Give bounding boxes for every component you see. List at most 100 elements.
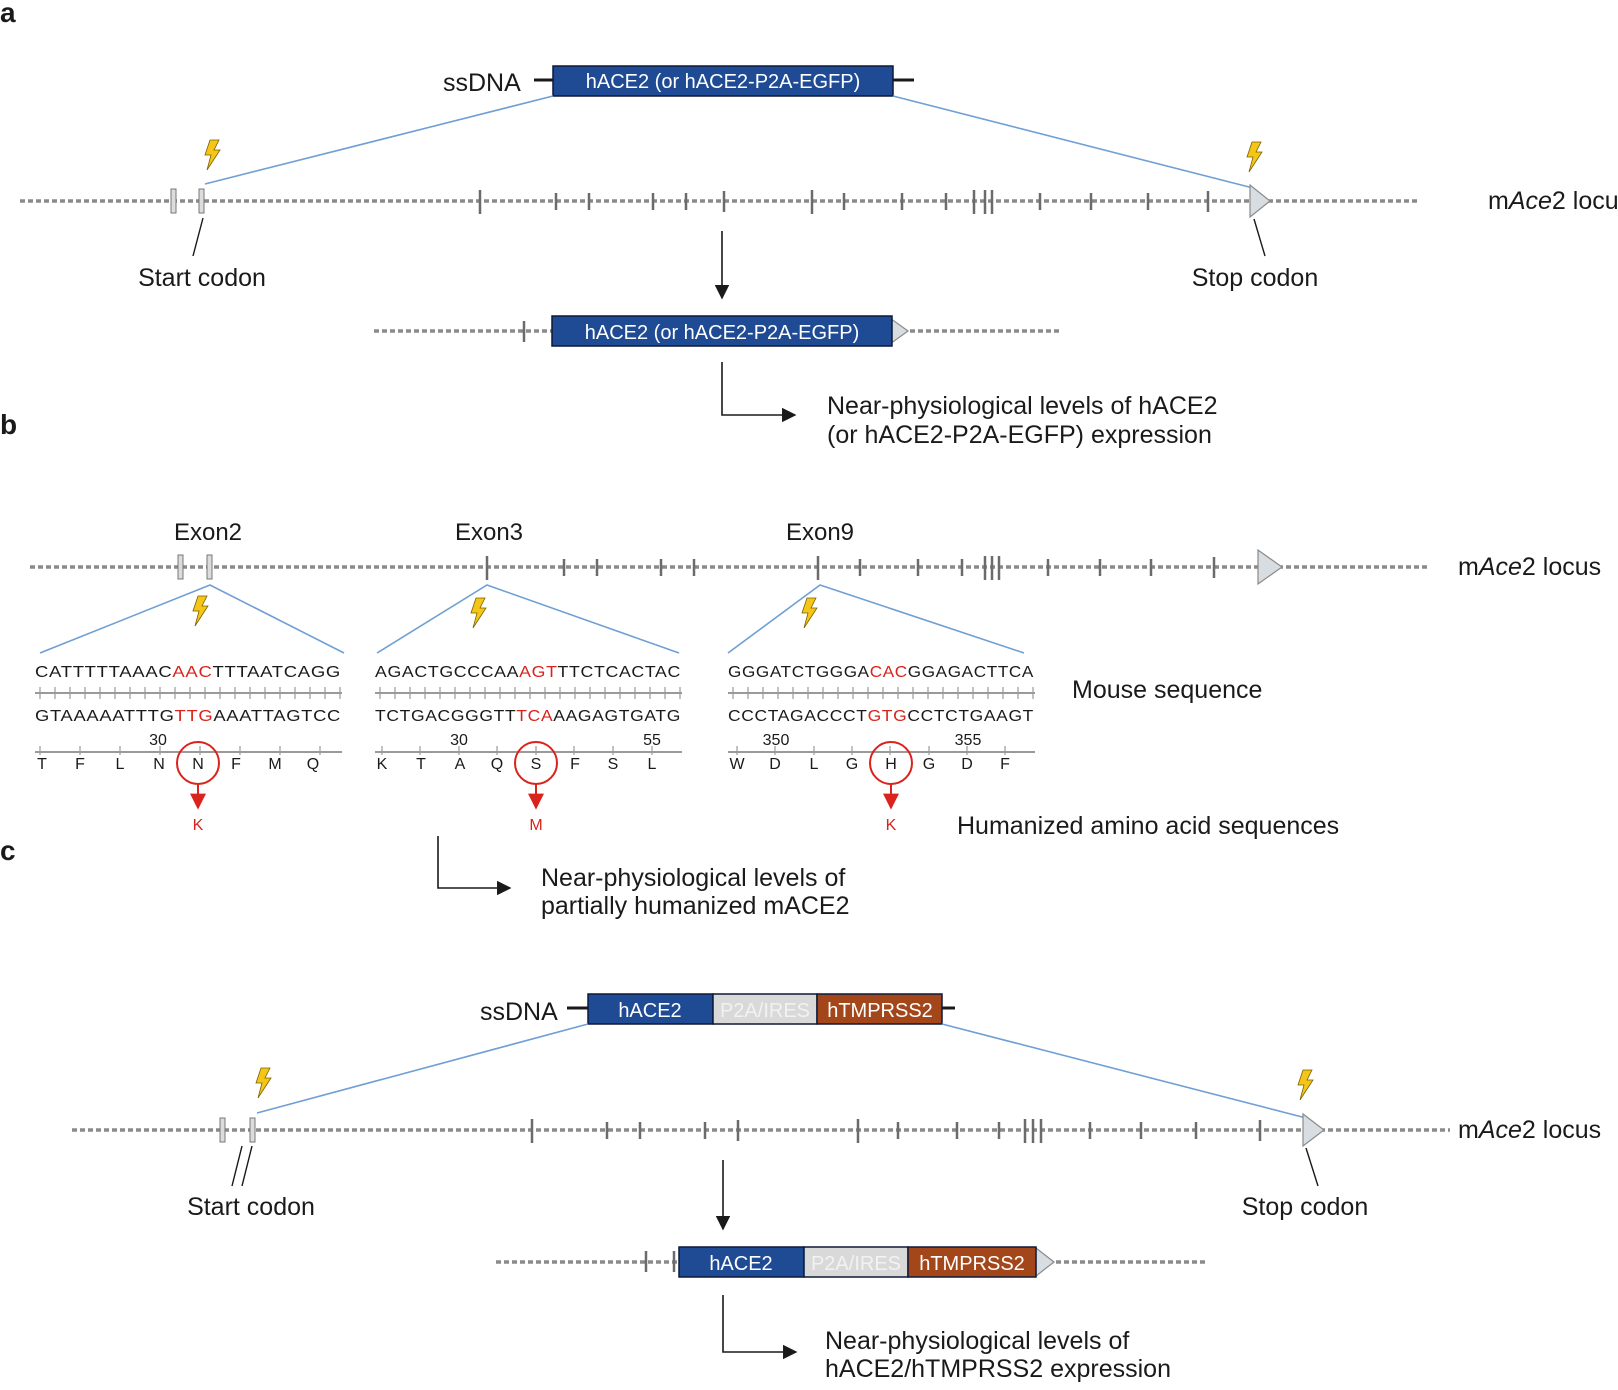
stop-codon-label-c: Stop codon [1242, 1193, 1369, 1221]
amino-acid-target: S [531, 756, 542, 773]
replacement-residue: M [529, 817, 542, 834]
exon3-position-number: 55 [643, 732, 661, 749]
product-htmprss2-segment [907, 1246, 1037, 1278]
amino-acid: G [846, 756, 858, 773]
outcome-line-1: Near-physiological levels of hACE2 [827, 392, 1217, 420]
amino-acid: Q [491, 756, 503, 773]
htmprss2-segment [816, 993, 943, 1025]
amino-acid: S [608, 756, 619, 773]
outcome-b-line-2: partially humanized mACE2 [541, 892, 849, 920]
hace2-insert-box [552, 65, 894, 97]
start-codon-label: Start codon [138, 264, 266, 292]
lightning-bolt-icon [204, 139, 221, 171]
exon-ticks-b [177, 554, 1216, 580]
exon2-position-number: 30 [149, 732, 167, 749]
amino-acid: W [729, 756, 745, 773]
left-homology-line [204, 95, 554, 185]
amino-acid: D [961, 756, 973, 773]
product-hace2-label: hACE2 [709, 1253, 772, 1275]
humanized-aa-label: Humanized amino acid sequences [957, 812, 1339, 840]
hace2-segment [587, 993, 714, 1025]
outcome-line-2: (or hACE2-P2A-EGFP) expression [827, 421, 1212, 449]
amino-acid: F [75, 756, 85, 773]
replacement-residue: K [886, 817, 897, 834]
panel-a-letter: a [0, 0, 16, 28]
amino-acid: M [268, 756, 281, 773]
locus-label-c: mAce2 locus [1458, 1116, 1601, 1144]
stop-codon-label: Stop codon [1192, 264, 1319, 292]
amino-acid: F [231, 756, 241, 773]
exon-ticks-c [219, 1117, 1262, 1143]
amino-acid: K [377, 756, 388, 773]
replacement-residue: K [193, 817, 204, 834]
exon9-zoom-lines [727, 584, 1025, 654]
exon-ticks [170, 188, 1210, 214]
outcome-arrow-b [437, 836, 512, 896]
product-hace2-box [551, 315, 893, 347]
lightning-bolt-icon [192, 595, 209, 627]
start-codon-label-c: Start codon [187, 1193, 315, 1221]
locus-label-b: mAce2 locus [1458, 553, 1601, 581]
amino-acid: A [455, 756, 466, 773]
lightning-bolt-icon [1297, 1069, 1314, 1101]
exon3-amino-acids: K T A Q S F S L [377, 756, 657, 773]
right-homology-line [892, 95, 1254, 189]
amino-acid: T [37, 756, 47, 773]
amino-acid: N [153, 756, 165, 773]
amino-acid: F [1000, 756, 1010, 773]
right-homology-line-c [941, 1023, 1307, 1119]
outcome-b-line-1: Near-physiological levels of [541, 864, 845, 892]
lightning-bolt-icon [801, 597, 818, 629]
amino-acid: T [416, 756, 426, 773]
htmprss2-segment-label: hTMPRSS2 [827, 1000, 933, 1022]
amino-acid: Q [307, 756, 319, 773]
panel-b: b Exon2 Exon3 Exon9 mAce2 locus [0, 409, 1601, 920]
amino-acid: G [923, 756, 935, 773]
exon9-position-number: 350 [763, 732, 790, 749]
ssdna-label-c: ssDNA [480, 998, 558, 1026]
left-homology-line-c [256, 1023, 589, 1114]
outcome-arrow [721, 362, 797, 423]
panel-c-letter: c [0, 835, 16, 866]
amino-acid-target: N [192, 756, 204, 773]
exon3-label: Exon3 [455, 519, 523, 546]
lightning-bolt-icon [470, 597, 487, 629]
outcome-arrow-c [722, 1295, 798, 1360]
hace2-segment-label: hACE2 [618, 1000, 681, 1022]
stop-exon-arrow [1249, 183, 1271, 219]
insert-label: hACE2 (or hACE2-P2A-EGFP) [586, 71, 861, 93]
product-p2a-ires-label: P2A/IRES [811, 1253, 901, 1275]
stop-exon-arrow-c [1302, 1112, 1325, 1148]
product-label: hACE2 (or hACE2-P2A-EGFP) [585, 322, 860, 344]
ssdna-label: ssDNA [443, 69, 521, 97]
amino-acid: F [570, 756, 580, 773]
lightning-bolt-icon [1246, 141, 1263, 173]
exon9-label: Exon9 [786, 519, 854, 546]
lightning-bolt-icon [255, 1067, 272, 1099]
start-codon-pointer-c [231, 1145, 243, 1187]
outcome-c-line-2: hACE2/hTMPRSS2 expression [825, 1355, 1171, 1383]
start-codon-pointer [192, 217, 204, 257]
exon2-zoom-lines [39, 584, 345, 654]
amino-acid-target: H [885, 756, 897, 773]
amino-acid: L [810, 756, 819, 773]
exon3-zoom-lines [376, 584, 680, 654]
amino-acid: L [116, 756, 125, 773]
p2a-ires-segment-label: P2A/IRES [720, 1000, 810, 1022]
panel-a: a ssDNA hACE2 (or hACE2-P2A-EGFP) [0, 0, 1618, 449]
mouse-sequence-label: Mouse sequence [1072, 676, 1262, 704]
exon2-amino-acids: T F L N N F M Q [37, 756, 319, 773]
panel-b-letter: b [0, 409, 17, 440]
stop-exon-arrow-b [1257, 548, 1284, 586]
exon9-amino-acids: W D L G H G D F [729, 756, 1010, 773]
amino-acid: L [648, 756, 657, 773]
